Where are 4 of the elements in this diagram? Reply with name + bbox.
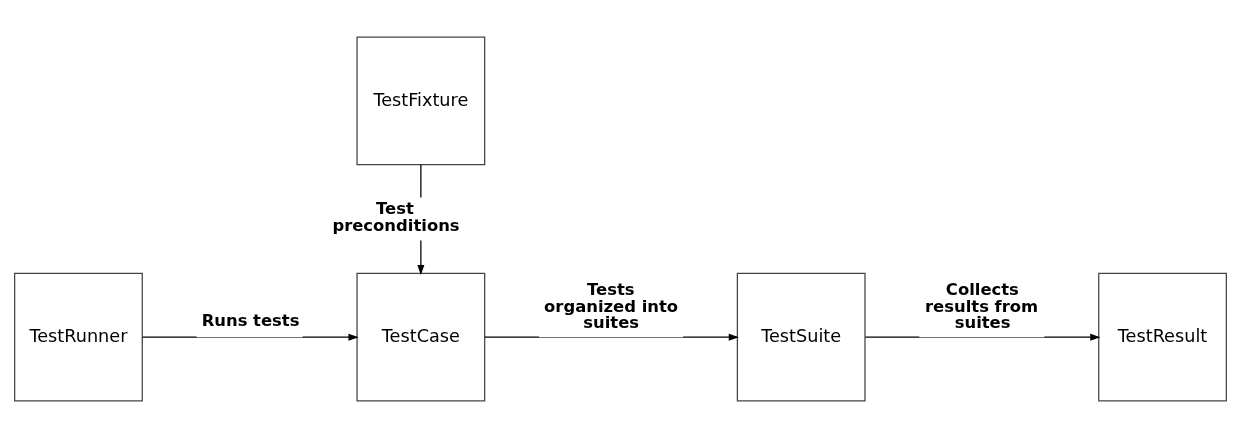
edge-label: Tests organized into suites xyxy=(544,279,679,332)
edge-label: Collects results from suites xyxy=(925,279,1039,332)
edge-label: Test preconditions xyxy=(332,198,460,235)
edge-label: Runs tests xyxy=(201,310,300,330)
